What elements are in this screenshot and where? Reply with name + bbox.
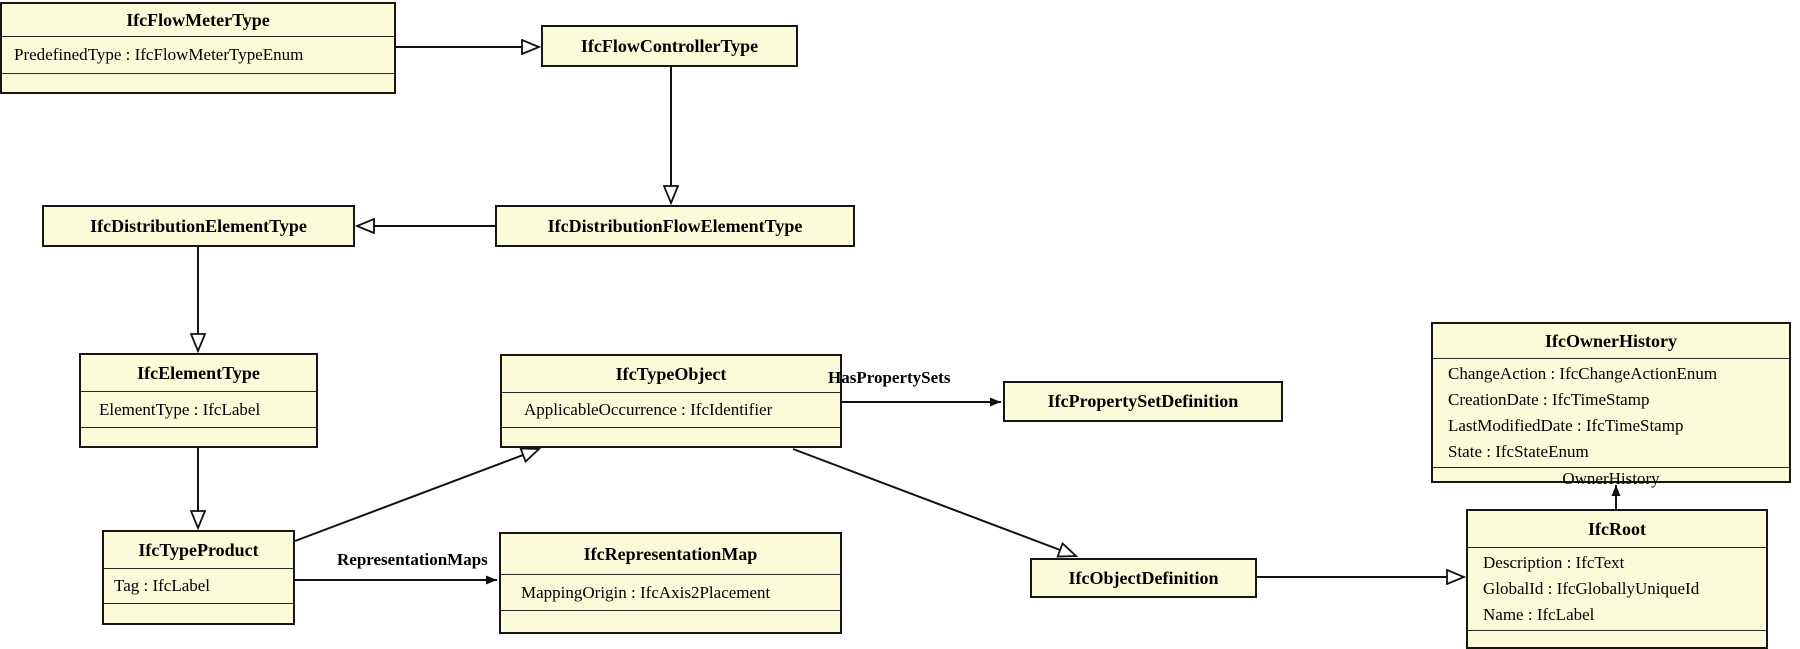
class-empty-compartment <box>1468 630 1766 648</box>
class-ifc-distribution-element-type[interactable]: IfcDistributionElementType <box>42 205 355 247</box>
class-empty-compartment <box>2 73 394 92</box>
class-title: IfcDistributionFlowElementType <box>547 215 803 236</box>
class-attribute: CreationDate : IfcTimeStamp <box>1448 390 1650 409</box>
class-attribute: ApplicableOccurrence : IfcIdentifier <box>524 400 773 419</box>
class-title: IfcTypeProduct <box>138 539 259 560</box>
class-attribute: ElementType : IfcLabel <box>99 399 261 419</box>
edge-typeproduct-to-typeobject <box>294 449 539 542</box>
class-attribute: PredefinedType : IfcFlowMeterTypeEnum <box>14 45 304 64</box>
class-ifc-distribution-flow-element-type[interactable]: IfcDistributionFlowElementType <box>495 205 855 247</box>
class-ifc-element-type[interactable]: IfcElementType ElementType : IfcLabel <box>79 353 318 448</box>
class-attribute: State : IfcStateEnum <box>1448 442 1589 461</box>
edge-typeobject-to-objectdefinition <box>792 448 1076 556</box>
class-title: IfcFlowMeterType <box>126 9 270 30</box>
representationmaps-label: RepresentationMaps <box>337 550 488 569</box>
class-empty-compartment <box>81 427 316 446</box>
class-empty-compartment <box>104 603 293 623</box>
class-ifc-object-definition[interactable]: IfcObjectDefinition <box>1030 558 1257 598</box>
class-empty-compartment <box>501 610 840 632</box>
class-title: IfcOwnerHistory <box>1545 330 1677 351</box>
class-title: IfcTypeObject <box>615 363 727 384</box>
class-title: IfcElementType <box>137 362 260 383</box>
class-title: IfcObjectDefinition <box>1068 567 1219 588</box>
class-title: IfcPropertySetDefinition <box>1047 391 1239 411</box>
class-ifc-representation-map[interactable]: IfcRepresentationMap MappingOrigin : Ifc… <box>499 532 842 634</box>
class-attribute: MappingOrigin : IfcAxis2Placement <box>521 582 771 602</box>
class-attribute: Tag : IfcLabel <box>114 576 211 595</box>
class-attribute: Name : IfcLabel <box>1483 605 1595 624</box>
ownerhistory-association-label: OwnerHistory <box>1433 467 1789 490</box>
class-attribute: LastModifiedDate : IfcTimeStamp <box>1448 416 1684 435</box>
class-title: IfcDistributionElementType <box>90 215 307 236</box>
class-attribute: GlobalId : IfcGloballyUniqueId <box>1483 579 1700 598</box>
class-ifc-property-set-definition[interactable]: IfcPropertySetDefinition <box>1003 381 1283 422</box>
class-attribute: Description : IfcText <box>1483 553 1625 572</box>
class-empty-compartment <box>502 427 840 446</box>
class-title: IfcRepresentationMap <box>583 543 758 564</box>
haspropertysets-label: HasPropertySets <box>828 368 951 387</box>
class-ifc-flow-meter-type[interactable]: IfcFlowMeterType PredefinedType : IfcFlo… <box>0 2 396 94</box>
class-ifc-flow-controller-type[interactable]: IfcFlowControllerType <box>541 25 798 67</box>
class-title: IfcRoot <box>1588 518 1646 539</box>
class-ifc-root[interactable]: IfcRoot Description : IfcText GlobalId :… <box>1466 509 1768 649</box>
class-ifc-owner-history[interactable]: IfcOwnerHistory ChangeAction : IfcChange… <box>1431 322 1791 488</box>
class-ifc-type-object[interactable]: IfcTypeObject ApplicableOccurrence : Ifc… <box>500 354 842 448</box>
class-ifc-type-product[interactable]: IfcTypeProduct Tag : IfcLabel <box>102 530 295 625</box>
class-title: IfcFlowControllerType <box>580 35 759 56</box>
class-attribute: ChangeAction : IfcChangeActionEnum <box>1448 364 1718 383</box>
